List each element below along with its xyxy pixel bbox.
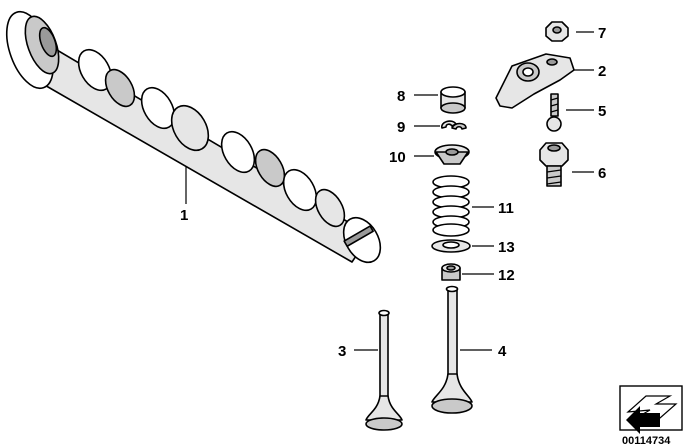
callout-5: 5 [598, 103, 606, 120]
valve-4[interactable] [431, 285, 473, 414]
document-number: 00114734 [622, 435, 671, 447]
stem-seal-12[interactable] [441, 263, 461, 281]
callout-10: 10 [389, 149, 406, 166]
valve-spring-11[interactable] [432, 175, 470, 237]
callout-13: 13 [498, 239, 515, 256]
valve-keeper-9[interactable] [441, 120, 467, 130]
callout-4: 4 [498, 343, 507, 360]
spring-retainer-10[interactable] [434, 144, 470, 165]
spring-seat-13[interactable] [431, 239, 471, 253]
adjusting-screw-5[interactable] [546, 93, 562, 132]
rocker-arm-2[interactable] [495, 53, 575, 109]
camshaft[interactable] [0, 6, 388, 269]
callout-1: 1 [180, 207, 188, 224]
callouts: 1 2 3 4 5 6 7 8 9 10 11 12 13 [180, 25, 606, 360]
callout-6: 6 [598, 165, 606, 182]
callout-8: 8 [397, 88, 405, 105]
valve-3[interactable] [365, 309, 403, 431]
callout-3: 3 [338, 343, 346, 360]
tappet-8[interactable] [440, 86, 466, 114]
callout-9: 9 [397, 119, 405, 136]
callout-12: 12 [498, 267, 515, 284]
bolt-6[interactable] [539, 142, 569, 187]
orientation-symbol [619, 385, 683, 434]
nut-7[interactable] [545, 21, 569, 42]
leader-lines [185, 31, 594, 351]
callout-2: 2 [598, 63, 606, 80]
callout-7: 7 [598, 25, 606, 42]
callout-11: 11 [498, 200, 514, 217]
